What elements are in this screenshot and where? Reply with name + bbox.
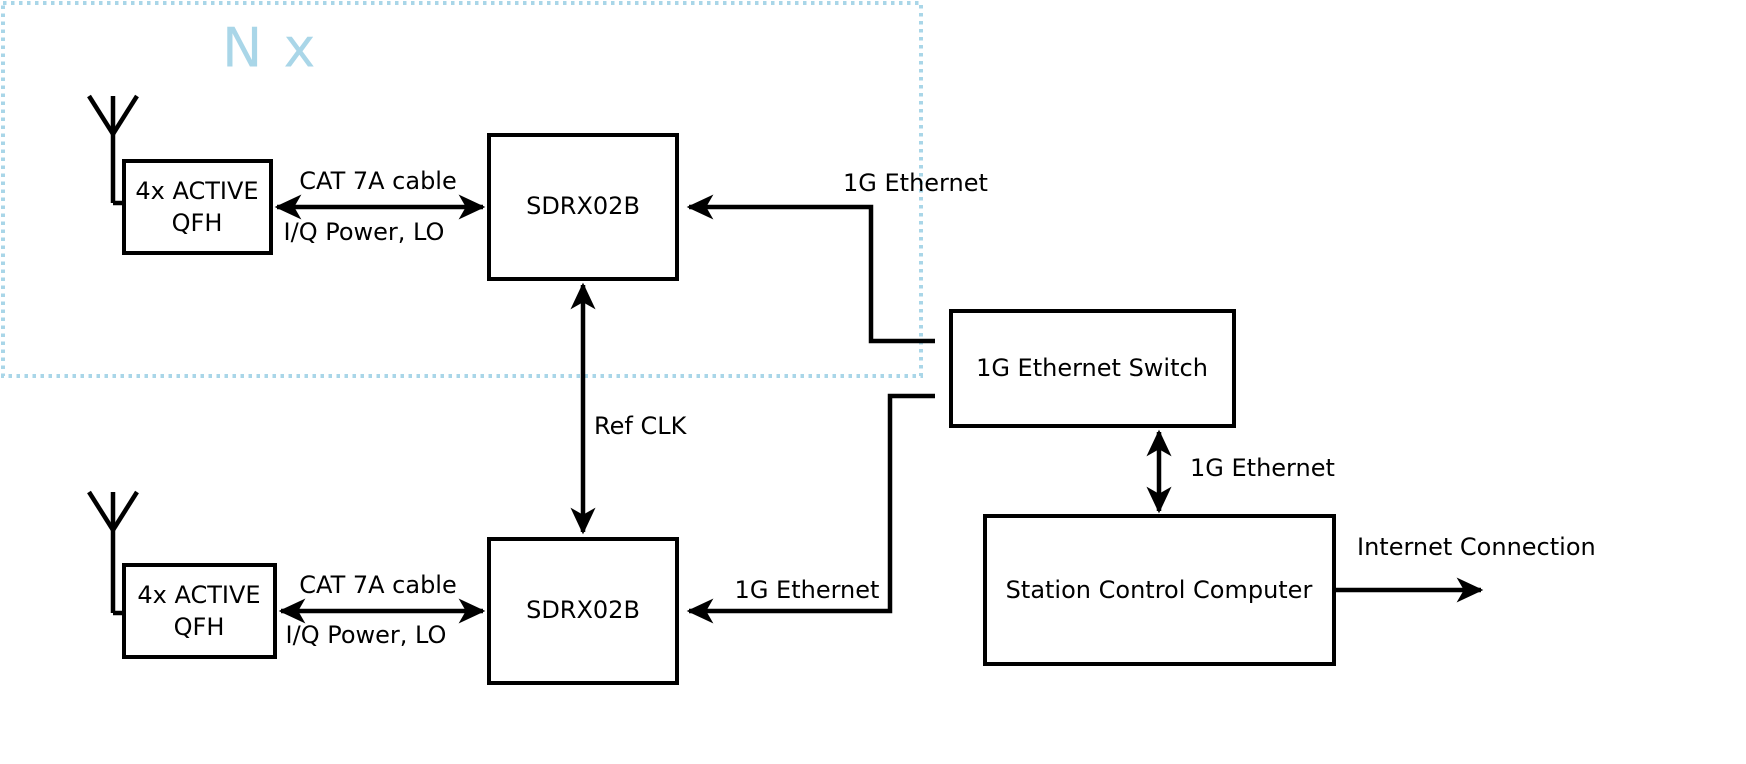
antenna-bottom-icon xyxy=(87,490,139,616)
edge-iq-bottom-label: I/Q Power, LO xyxy=(286,621,447,649)
block-qfh-top[interactable] xyxy=(122,159,273,255)
block-station-control-computer[interactable] xyxy=(983,514,1336,666)
edge-iq-top-label: I/Q Power, LO xyxy=(284,218,445,246)
block-sdrx-top[interactable] xyxy=(487,133,679,281)
edge-eth-bottom xyxy=(686,393,935,624)
edge-cat7a-top-label: CAT 7A cable xyxy=(299,167,457,195)
block-sdrx-top-label: SDRX02B xyxy=(526,192,640,220)
group-repeat-box xyxy=(1,1,923,378)
edge-internet-label: Internet Connection xyxy=(1357,533,1596,561)
block-sdrx-bottom[interactable] xyxy=(487,537,679,685)
block-qfh-top-label-line1: 4x ACTIVE xyxy=(135,177,258,205)
block-ethernet-switch[interactable] xyxy=(949,309,1236,428)
block-qfh-bottom-label-line1: 4x ACTIVE xyxy=(137,581,260,609)
edge-refclk-label: Ref CLK xyxy=(594,412,688,440)
block-qfh-top-label-line2: QFH xyxy=(172,209,223,237)
edge-eth-computer-label: 1G Ethernet xyxy=(1190,454,1335,482)
edge-eth-bottom-label: 1G Ethernet xyxy=(735,576,880,604)
block-sdrx-bottom-label: SDRX02B xyxy=(526,596,640,624)
group-repeat-label: N x xyxy=(222,17,318,80)
block-ethernet-switch-label: 1G Ethernet Switch xyxy=(976,354,1208,382)
block-qfh-bottom[interactable] xyxy=(122,563,277,659)
edge-eth-top-label: 1G Ethernet xyxy=(843,169,988,197)
edge-eth-top xyxy=(686,194,935,344)
block-station-control-computer-label: Station Control Computer xyxy=(1006,576,1313,604)
block-qfh-bottom-label-line2: QFH xyxy=(174,613,225,641)
edge-cat7a-bottom-label: CAT 7A cable xyxy=(299,571,457,599)
